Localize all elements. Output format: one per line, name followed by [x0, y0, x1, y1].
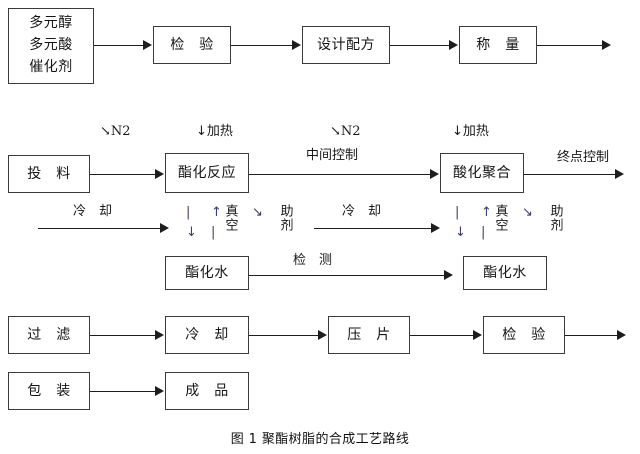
arrow-down-icon-heat-right: ↓ — [452, 124, 463, 139]
connector-packaging-to-finished — [90, 391, 158, 392]
connector-inspect-to-formula — [231, 45, 295, 46]
feedstock-line-3: 催化剂 — [29, 58, 73, 75]
box-esterification-reaction[interactable]: 酯化反应 — [165, 153, 249, 193]
box-charging[interactable]: 投 料 — [8, 155, 90, 193]
tick-arrow-up-vacuum-left: ↑ — [211, 205, 222, 220]
arrowhead-feedstock-to-inspect — [143, 40, 152, 50]
arrowhead-inspect-final-exit — [617, 330, 626, 340]
arrowhead-formula-to-weigh — [449, 40, 458, 50]
arrow-down-right-icon-right: ↘ — [330, 124, 341, 139]
tick-arrow-down-left: ↓ — [186, 225, 197, 240]
arrowhead-cooling-to-tableting — [318, 330, 327, 340]
box-finished-product[interactable]: 成 品 — [165, 372, 249, 410]
box-acid-polymerization[interactable]: 酸化聚合 — [440, 153, 524, 193]
arrowhead-charging-to-esterification — [155, 169, 164, 179]
box-feedstock[interactable]: 多元醇 多元酸 催化剂 — [8, 8, 94, 84]
label-cooling-left: 冷 却 — [73, 204, 113, 219]
arrowhead-packaging-to-finished — [155, 386, 164, 396]
label-additive-right: 助剂 — [547, 204, 563, 232]
label-heat-left: ↓加热 — [196, 124, 233, 139]
arrowhead-esterification-to-acid-polymerization — [430, 169, 439, 179]
arrowhead-cooling-right — [431, 223, 440, 233]
label-endpoint-control: 终点控制 — [557, 150, 610, 165]
connector-acid-polymerization-exit — [524, 174, 618, 175]
connector-filter-to-cooling — [90, 335, 158, 336]
feedstock-line-2: 多元酸 — [29, 37, 73, 54]
box-ester-water-left[interactable]: 酯化水 — [165, 256, 249, 290]
label-vacuum-left: 真空 — [222, 204, 238, 232]
label-vacuum-right: 真空 — [492, 204, 508, 232]
arrowhead-tableting-to-inspect — [473, 330, 482, 340]
label-cooling-right: 冷 却 — [342, 204, 382, 219]
arrowhead-acid-polymerization-exit — [615, 169, 624, 179]
label-n2-right: ↘N2 — [330, 124, 361, 139]
box-inspect-raw[interactable]: 检 验 — [153, 26, 231, 64]
label-detection: 检 测 — [293, 253, 333, 268]
figure-caption: 图 1 聚酯树脂的合成工艺路线 — [230, 432, 410, 447]
feedstock-line-1: 多元醇 — [29, 15, 73, 32]
tick-arrow-down-left-additive: ↘ — [252, 205, 263, 220]
tick-vbar-right-down: | — [455, 205, 460, 220]
connector-weigh-to-next-row — [537, 45, 605, 46]
tick-arrow-up-vacuum-right: ↑ — [481, 205, 492, 220]
tick-arrow-down-right-additive: ↘ — [522, 205, 533, 220]
label-intermediate-control: 中间控制 — [306, 148, 359, 163]
box-cooling[interactable]: 冷 却 — [165, 316, 249, 354]
arrow-down-right-icon-left: ↘ — [100, 124, 111, 139]
tick-arrow-down-right: ↓ — [455, 225, 466, 240]
tick-vbar-vacuum-left: | — [211, 225, 216, 240]
tick-vbar-vacuum-right: | — [481, 225, 486, 240]
arrowhead-filter-to-cooling — [155, 330, 164, 340]
arrowhead-cooling-left — [160, 223, 169, 233]
box-design-formula[interactable]: 设计配方 — [302, 26, 390, 64]
box-filter[interactable]: 过 滤 — [8, 316, 90, 354]
connector-ester-water-left-to-right — [249, 275, 447, 276]
connector-inspect-final-exit — [565, 335, 620, 336]
box-weighing[interactable]: 称 量 — [459, 26, 537, 64]
connector-esterification-to-acid-polymerization — [249, 174, 433, 175]
label-n2-left: ↘N2 — [100, 124, 131, 139]
connector-cooling-left-line — [38, 228, 163, 229]
connector-tableting-to-inspect — [410, 335, 476, 336]
box-packaging[interactable]: 包 装 — [8, 372, 90, 410]
arrowhead-inspect-to-formula — [292, 40, 301, 50]
connector-charging-to-esterification — [90, 174, 158, 175]
label-heat-right: ↓加热 — [452, 124, 489, 139]
arrow-down-icon-heat-left: ↓ — [196, 124, 207, 139]
connector-formula-to-weigh — [390, 45, 452, 46]
arrowhead-ester-water-transfer — [444, 270, 453, 280]
label-additive-left: 助剂 — [277, 204, 293, 232]
tick-vbar-left-down: | — [186, 205, 191, 220]
connector-feedstock-to-inspect — [94, 45, 146, 46]
arrowhead-weigh-exit — [602, 40, 611, 50]
box-tableting[interactable]: 压 片 — [328, 316, 410, 354]
box-inspect-final[interactable]: 检 验 — [483, 316, 565, 354]
connector-cooling-to-tableting — [249, 335, 321, 336]
box-ester-water-right[interactable]: 酯化水 — [463, 256, 547, 290]
connector-cooling-right-line — [314, 228, 434, 229]
